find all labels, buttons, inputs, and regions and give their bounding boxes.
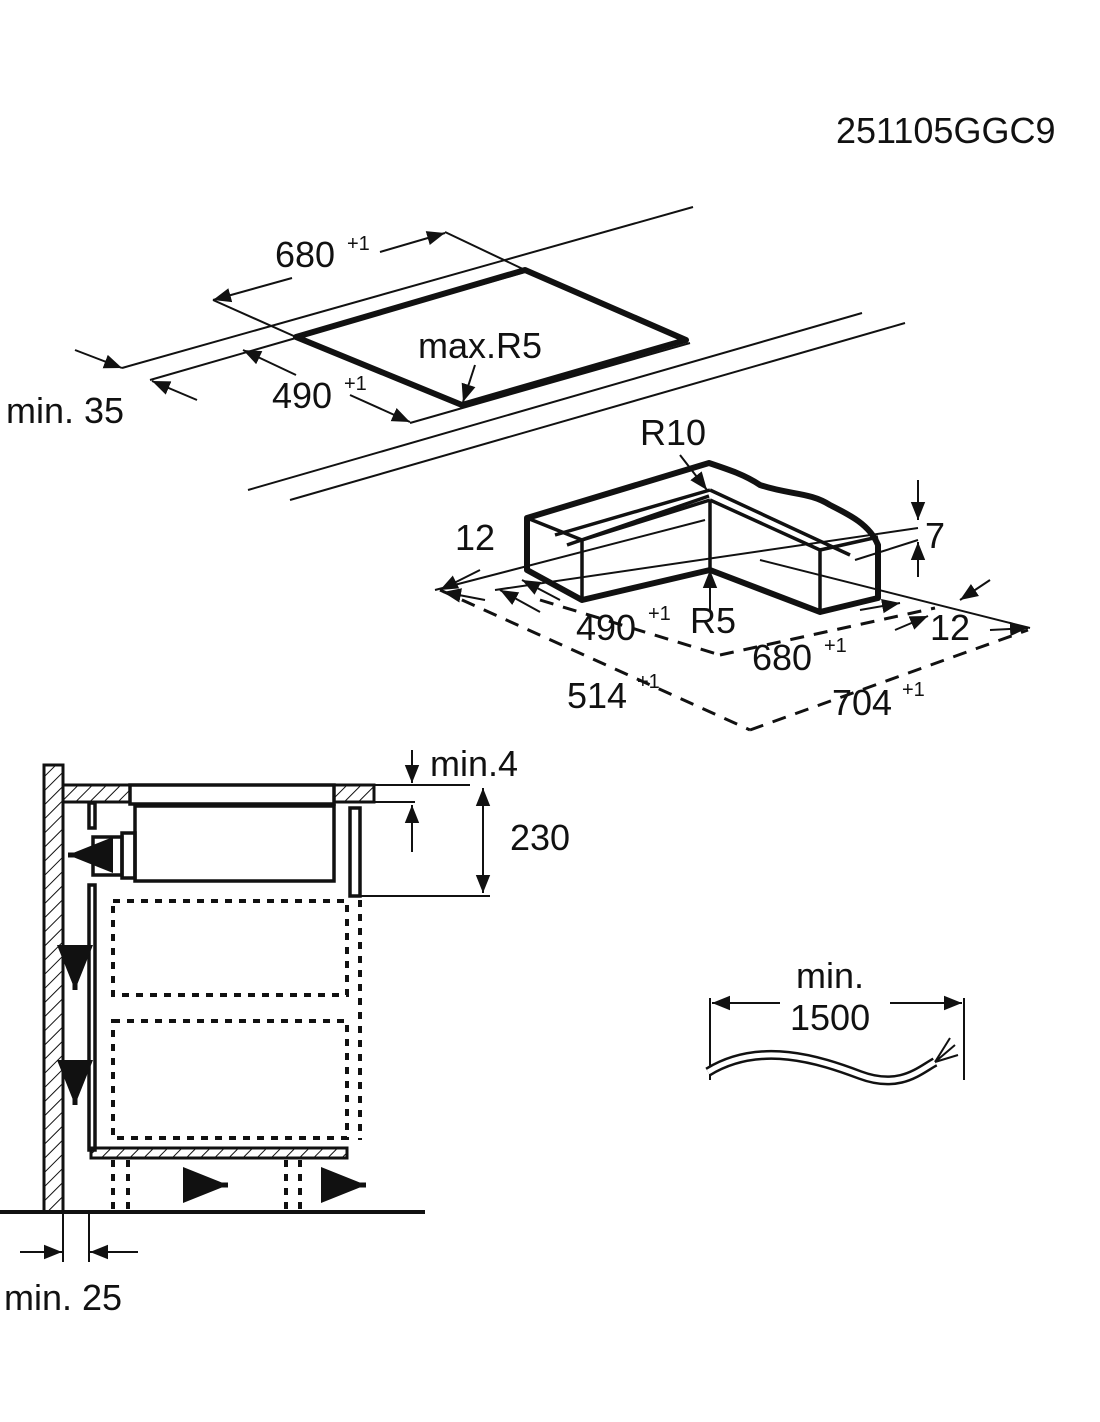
- frame-depth: 7: [925, 515, 945, 556]
- cutout-depth-tol: +1: [344, 373, 367, 395]
- frame-inner-width-tol: +1: [824, 635, 847, 657]
- cutout-outline: [293, 267, 689, 408]
- cutout-width: 680: [275, 234, 335, 275]
- cutout-radius: max.R5: [418, 325, 542, 366]
- frame-cutout-view: R10 R5 12 12 7 490 +1 680 +1 514 +1 704 …: [434, 412, 1031, 732]
- frame-inner-depth-tol: +1: [648, 603, 671, 625]
- frame-outer-width-tol: +1: [902, 679, 925, 701]
- cable-length-label: 1500: [790, 997, 870, 1038]
- frame-inner-depth: 490: [576, 607, 636, 648]
- cross-section-view: min.4 230 min. 25: [0, 743, 570, 1318]
- cable-length-view: min. 1500: [705, 955, 965, 1086]
- frame-inner-radius: R5: [690, 600, 736, 641]
- cable-min-label: min.: [796, 955, 864, 996]
- frame-edge-right: 12: [930, 607, 970, 648]
- worktop-cutout-view: 680 +1 490 +1 max.R5 min. 35: [6, 206, 906, 501]
- cutout-width-tol: +1: [347, 233, 370, 255]
- min-wall-distance: min. 25: [4, 1277, 122, 1318]
- model-code: 251105GGC9: [836, 110, 1055, 151]
- frame-outer-radius: R10: [640, 412, 706, 453]
- frame-outer-depth-tol: +1: [637, 671, 660, 693]
- min-gap-label: min.4: [430, 743, 518, 784]
- frame-outer-depth: 514: [567, 675, 627, 716]
- cutout-depth: 490: [272, 375, 332, 416]
- frame-outer-width: 704: [832, 682, 892, 723]
- frame-edge-left: 12: [455, 517, 495, 558]
- min-edge-distance: min. 35: [6, 390, 124, 431]
- height-label: 230: [510, 817, 570, 858]
- frame-inner-width: 680: [752, 637, 812, 678]
